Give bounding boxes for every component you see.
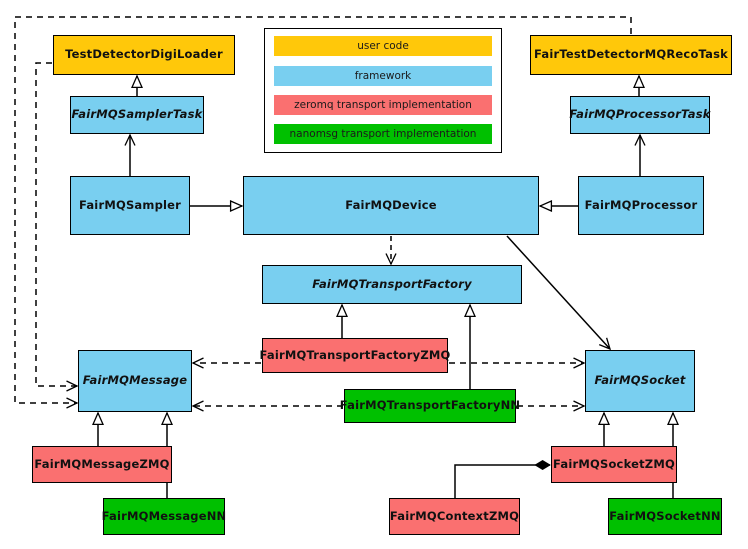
class-node-fairmqdevice[interactable]: FairMQDevice — [243, 176, 539, 235]
class-node-fairtestdetectormqrecotask[interactable]: FairTestDetectorMQRecoTask — [530, 35, 732, 75]
class-label-fairmqtransportfactory: FairMQTransportFactory — [312, 276, 472, 291]
legend-label-zeromq: zeromq transport implementation — [294, 99, 472, 111]
legend-label-framework: framework — [354, 70, 412, 82]
class-node-fairmqmessage[interactable]: FairMQMessage — [78, 350, 192, 412]
edge-socketzmq-contextzmq — [454, 465, 550, 498]
class-node-fairmqprocessor[interactable]: FairMQProcessor — [578, 176, 704, 235]
edge-recotask-message — [14, 16, 632, 409]
legend-label-nanomsg: nanomsg transport implementation — [289, 128, 477, 140]
class-node-fairmqtransportfactory[interactable]: FairMQTransportFactory — [262, 265, 522, 304]
class-node-fairmqcontextzmq[interactable]: FairMQContextZMQ — [389, 498, 520, 535]
class-label-fairmqcontextzmq: FairMQContextZMQ — [389, 508, 520, 523]
class-label-fairmqdevice: FairMQDevice — [345, 197, 437, 212]
class-node-fairmqsamplertask[interactable]: FairMQSamplerTask — [70, 96, 204, 134]
legend-item-zeromq: zeromq transport implementation — [274, 95, 492, 115]
class-label-fairtestdetectormqrecotask: FairTestDetectorMQRecoTask — [534, 47, 728, 62]
legend-label-user-code: user code — [357, 40, 409, 52]
class-node-fairmqtransportfactorynn[interactable]: FairMQTransportFactoryNN — [340, 389, 520, 423]
legend-item-nanomsg: nanomsg transport implementation — [274, 124, 492, 144]
class-node-testdetectordigiloader[interactable]: TestDetectorDigiLoader — [53, 35, 235, 75]
class-label-fairmqsocket: FairMQSocket — [594, 373, 686, 388]
class-label-fairmqmessagenn: FairMQMessageNN — [101, 508, 227, 523]
class-node-fairmqsocket[interactable]: FairMQSocket — [585, 350, 695, 412]
class-node-fairmqprocessortask[interactable]: FairMQProcessorTask — [569, 96, 711, 134]
legend-item-framework: framework — [274, 66, 492, 86]
class-node-fairmqmessagezmq[interactable]: FairMQMessageZMQ — [32, 446, 172, 483]
class-label-fairmqsocketzmq: FairMQSocketZMQ — [553, 456, 675, 471]
class-label-fairmqprocessortask: FairMQProcessorTask — [569, 107, 711, 122]
edge-digiloader-message — [35, 62, 79, 392]
class-label-fairmqprocessor: FairMQProcessor — [584, 197, 698, 212]
legend-item-user-code: user code — [274, 36, 492, 56]
class-node-fairmqsocketnn[interactable]: FairMQSocketNN — [608, 498, 722, 535]
class-label-fairmqsamplertask: FairMQSamplerTask — [71, 107, 203, 122]
class-label-testdetectordigiloader: TestDetectorDigiLoader — [65, 47, 223, 62]
class-label-fairmqsampler: FairMQSampler — [78, 197, 182, 212]
class-label-fairmqsocketnn: FairMQSocketNN — [609, 508, 721, 523]
class-label-fairmqtransportfactoryzmq: FairMQTransportFactoryZMQ — [259, 347, 451, 362]
class-node-fairmqmessagenn[interactable]: FairMQMessageNN — [101, 498, 227, 535]
class-node-fairmqtransportfactoryzmq[interactable]: FairMQTransportFactoryZMQ — [259, 338, 451, 373]
class-node-fairmqsampler[interactable]: FairMQSampler — [70, 176, 190, 235]
class-label-fairmqmessagezmq: FairMQMessageZMQ — [34, 456, 170, 471]
edge-device-socket — [506, 235, 612, 351]
class-label-fairmqtransportfactorynn: FairMQTransportFactoryNN — [339, 398, 521, 413]
class-node-fairmqsocketzmq[interactable]: FairMQSocketZMQ — [551, 446, 677, 483]
class-label-fairmqmessage: FairMQMessage — [82, 373, 188, 388]
